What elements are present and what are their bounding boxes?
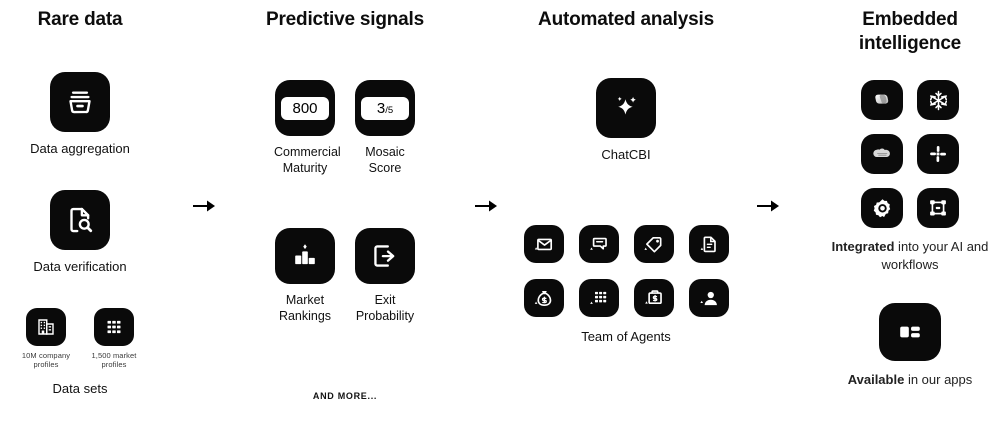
- grid-agent-icon[interactable]: [578, 279, 619, 317]
- block-mosaic-score[interactable]: 3/5 Mosaic Score: [354, 80, 416, 176]
- app-window-icon: [879, 303, 941, 361]
- agent-grid: [520, 225, 732, 317]
- block-data-aggregation[interactable]: Data aggregation: [0, 72, 160, 157]
- copilot-icon[interactable]: [861, 80, 903, 120]
- predictive-row-2: Market Rankings Exit Probability: [250, 228, 440, 324]
- predictive-pair-2: Market Rankings Exit Probability: [250, 228, 440, 324]
- column-title-rare-data: Rare data: [37, 9, 123, 30]
- predictive-row-1: 800 Commercial Maturity 3/5 Mosaic Score: [250, 80, 440, 176]
- podium-chart-icon: [275, 228, 335, 284]
- column-predictive-signals: Predictive signals 800 Commercial Maturi…: [250, 0, 440, 401]
- column-title-automated-analysis: Automated analysis: [538, 9, 714, 30]
- caption-mosaic-score: Mosaic Score: [365, 145, 405, 175]
- score-number: 800: [292, 99, 318, 117]
- exit-arrow-icon: [355, 228, 415, 284]
- block-exit-probability[interactable]: Exit Probability: [354, 228, 416, 324]
- money-bag-agent-icon[interactable]: [523, 279, 564, 317]
- caption-integrations-rest: into your AI and workflows: [881, 239, 989, 272]
- column-title-embedded-intelligence: Embedded intelligence: [858, 9, 962, 54]
- document-agent-icon[interactable]: [688, 225, 729, 263]
- workflow-nodes-icon[interactable]: [917, 188, 959, 228]
- bucket-stack-icon: [50, 72, 110, 132]
- person-agent-icon[interactable]: [688, 279, 729, 317]
- mosaic-denominator: /5: [385, 104, 394, 116]
- block-available-apps[interactable]: Available in our apps: [820, 303, 1000, 389]
- mosaic-score-tile: 3/5: [355, 80, 415, 136]
- caption-market-rankings: Market Rankings: [278, 293, 332, 323]
- salesforce-cloud-icon[interactable]: [861, 134, 903, 174]
- block-integrations: Integrated into your AI and workflows: [820, 80, 1000, 273]
- caption-commercial-maturity: Commercial Maturity: [274, 145, 341, 175]
- caption-exit-probability: Exit Probability: [355, 293, 415, 323]
- grid-dots-icon: [94, 308, 134, 346]
- caption-apps-rest: in our apps: [904, 372, 973, 387]
- column-rare-data: Rare data Data aggregation: [0, 0, 160, 396]
- and-more-row: AND MORE...: [250, 386, 440, 404]
- caption-integrations-bold: Integrated: [831, 239, 895, 254]
- score-badge-mosaic: 3/5: [361, 96, 409, 120]
- arrow-3-icon: [756, 198, 782, 214]
- mail-agent-icon[interactable]: [523, 225, 564, 263]
- caption-team-of-agents: Team of Agents: [581, 329, 671, 344]
- mosaic-number: 3: [376, 99, 386, 117]
- block-team-of-agents: Team of Agents: [520, 225, 732, 344]
- data-sets-pair: 10M company profiles: [0, 308, 160, 370]
- caption-data-sets: Data sets: [52, 380, 108, 396]
- block-data-verification[interactable]: Data verification: [0, 190, 160, 275]
- integration-grid: [820, 80, 1000, 228]
- column-title-predictive-signals: Predictive signals: [266, 9, 424, 30]
- data-set-market-profiles[interactable]: 1,500 market profiles: [87, 308, 141, 370]
- column-embedded-intelligence: Embedded intelligence: [820, 0, 1000, 387]
- snowflake-icon[interactable]: [917, 80, 959, 120]
- commercial-maturity-tile: 800: [275, 80, 335, 136]
- caption-integrations: Integrated into your AI and workflows: [820, 238, 1000, 273]
- office-building-icon: [26, 308, 66, 346]
- chat-bubbles-agent-icon[interactable]: [578, 225, 619, 263]
- label-company-profiles: 10M company profiles: [21, 351, 71, 370]
- caption-data-verification: Data verification: [33, 259, 127, 274]
- caption-data-aggregation: Data aggregation: [30, 141, 130, 156]
- block-market-rankings[interactable]: Market Rankings: [274, 228, 336, 324]
- arrow-2-icon: [474, 198, 500, 214]
- briefcase-dollar-agent-icon[interactable]: [633, 279, 674, 317]
- score-badge-800: 800: [281, 96, 329, 120]
- caption-apps-bold: Available: [847, 372, 905, 387]
- block-data-sets: 10M company profiles: [0, 308, 160, 396]
- slack-icon[interactable]: [917, 134, 959, 174]
- gear-api-icon[interactable]: [861, 188, 903, 228]
- caption-chatcbi: ChatCBI: [601, 147, 651, 162]
- block-commercial-maturity[interactable]: 800 Commercial Maturity: [274, 80, 341, 176]
- caption-available-apps: Available in our apps: [820, 371, 1000, 389]
- label-market-profiles: 1,500 market profiles: [91, 351, 137, 370]
- arrow-1-icon: [192, 198, 218, 214]
- column-automated-analysis: Automated analysis ChatCBI: [520, 0, 732, 344]
- deal-tag-agent-icon[interactable]: [633, 225, 674, 263]
- and-more-label: AND MORE...: [312, 391, 378, 401]
- data-set-company-profiles[interactable]: 10M company profiles: [19, 308, 73, 370]
- sparkle-icon: [596, 78, 656, 138]
- document-search-icon: [50, 190, 110, 250]
- block-chatcbi[interactable]: ChatCBI: [520, 78, 732, 163]
- predictive-pair-1: 800 Commercial Maturity 3/5 Mosaic Score: [250, 80, 440, 176]
